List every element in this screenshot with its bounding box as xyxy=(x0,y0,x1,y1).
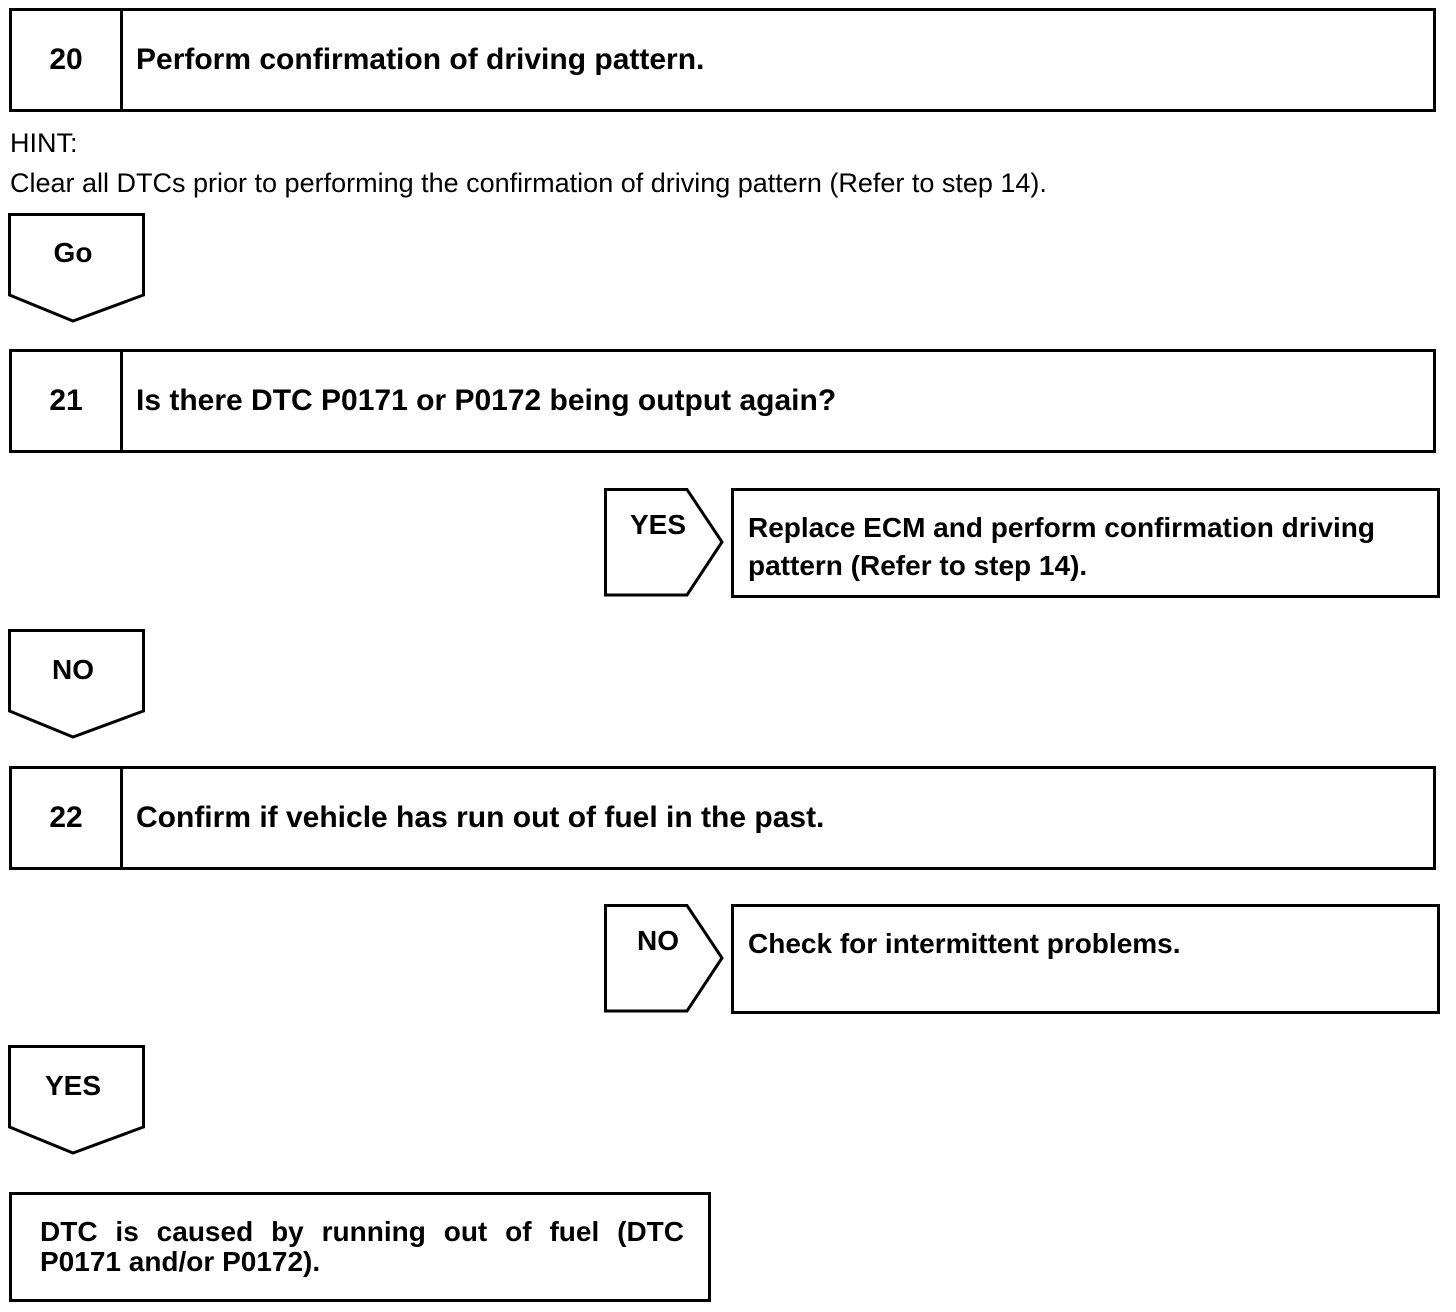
result-text: Check for intermittent problems. xyxy=(748,928,1181,959)
yes-down-arrow xyxy=(8,1045,145,1155)
no-label: NO xyxy=(637,925,679,956)
hint-label: HINT: xyxy=(10,128,78,158)
go-label: Go xyxy=(53,237,93,268)
intermittent-box: Check for intermittent problems. xyxy=(731,904,1440,1014)
step-title: Confirm if vehicle has run out of fuel i… xyxy=(136,801,825,834)
yes-right-arrow xyxy=(604,488,724,597)
final-result-text: DTC is caused by running out of fuel (DT… xyxy=(40,1216,684,1277)
step-20-box: 20 Perform confirmation of driving patte… xyxy=(9,8,1436,112)
replace-ecm-box: Replace ECM and perform confirmation dri… xyxy=(731,488,1440,598)
no-right-arrow xyxy=(604,904,724,1013)
step-title: Perform confirmation of driving pattern. xyxy=(136,43,705,76)
step-number: 22 xyxy=(12,769,123,867)
go-down-arrow xyxy=(8,213,145,323)
step-21-box: 21 Is there DTC P0171 or P0172 being out… xyxy=(9,349,1436,453)
step-number: 21 xyxy=(12,352,123,450)
final-result-box: DTC is caused by running out of fuel (DT… xyxy=(9,1192,711,1302)
no-down-arrow xyxy=(8,629,145,739)
hint-text: Clear all DTCs prior to performing the c… xyxy=(10,168,1047,198)
result-text: Replace ECM and perform confirmation dri… xyxy=(748,512,1375,581)
step-number: 20 xyxy=(12,11,123,109)
step-title: Is there DTC P0171 or P0172 being output… xyxy=(136,384,837,417)
yes-label: YES xyxy=(44,1070,102,1101)
step-22-box: 22 Confirm if vehicle has run out of fue… xyxy=(9,766,1436,870)
yes-label: YES xyxy=(629,509,687,540)
no-label: NO xyxy=(52,654,94,685)
